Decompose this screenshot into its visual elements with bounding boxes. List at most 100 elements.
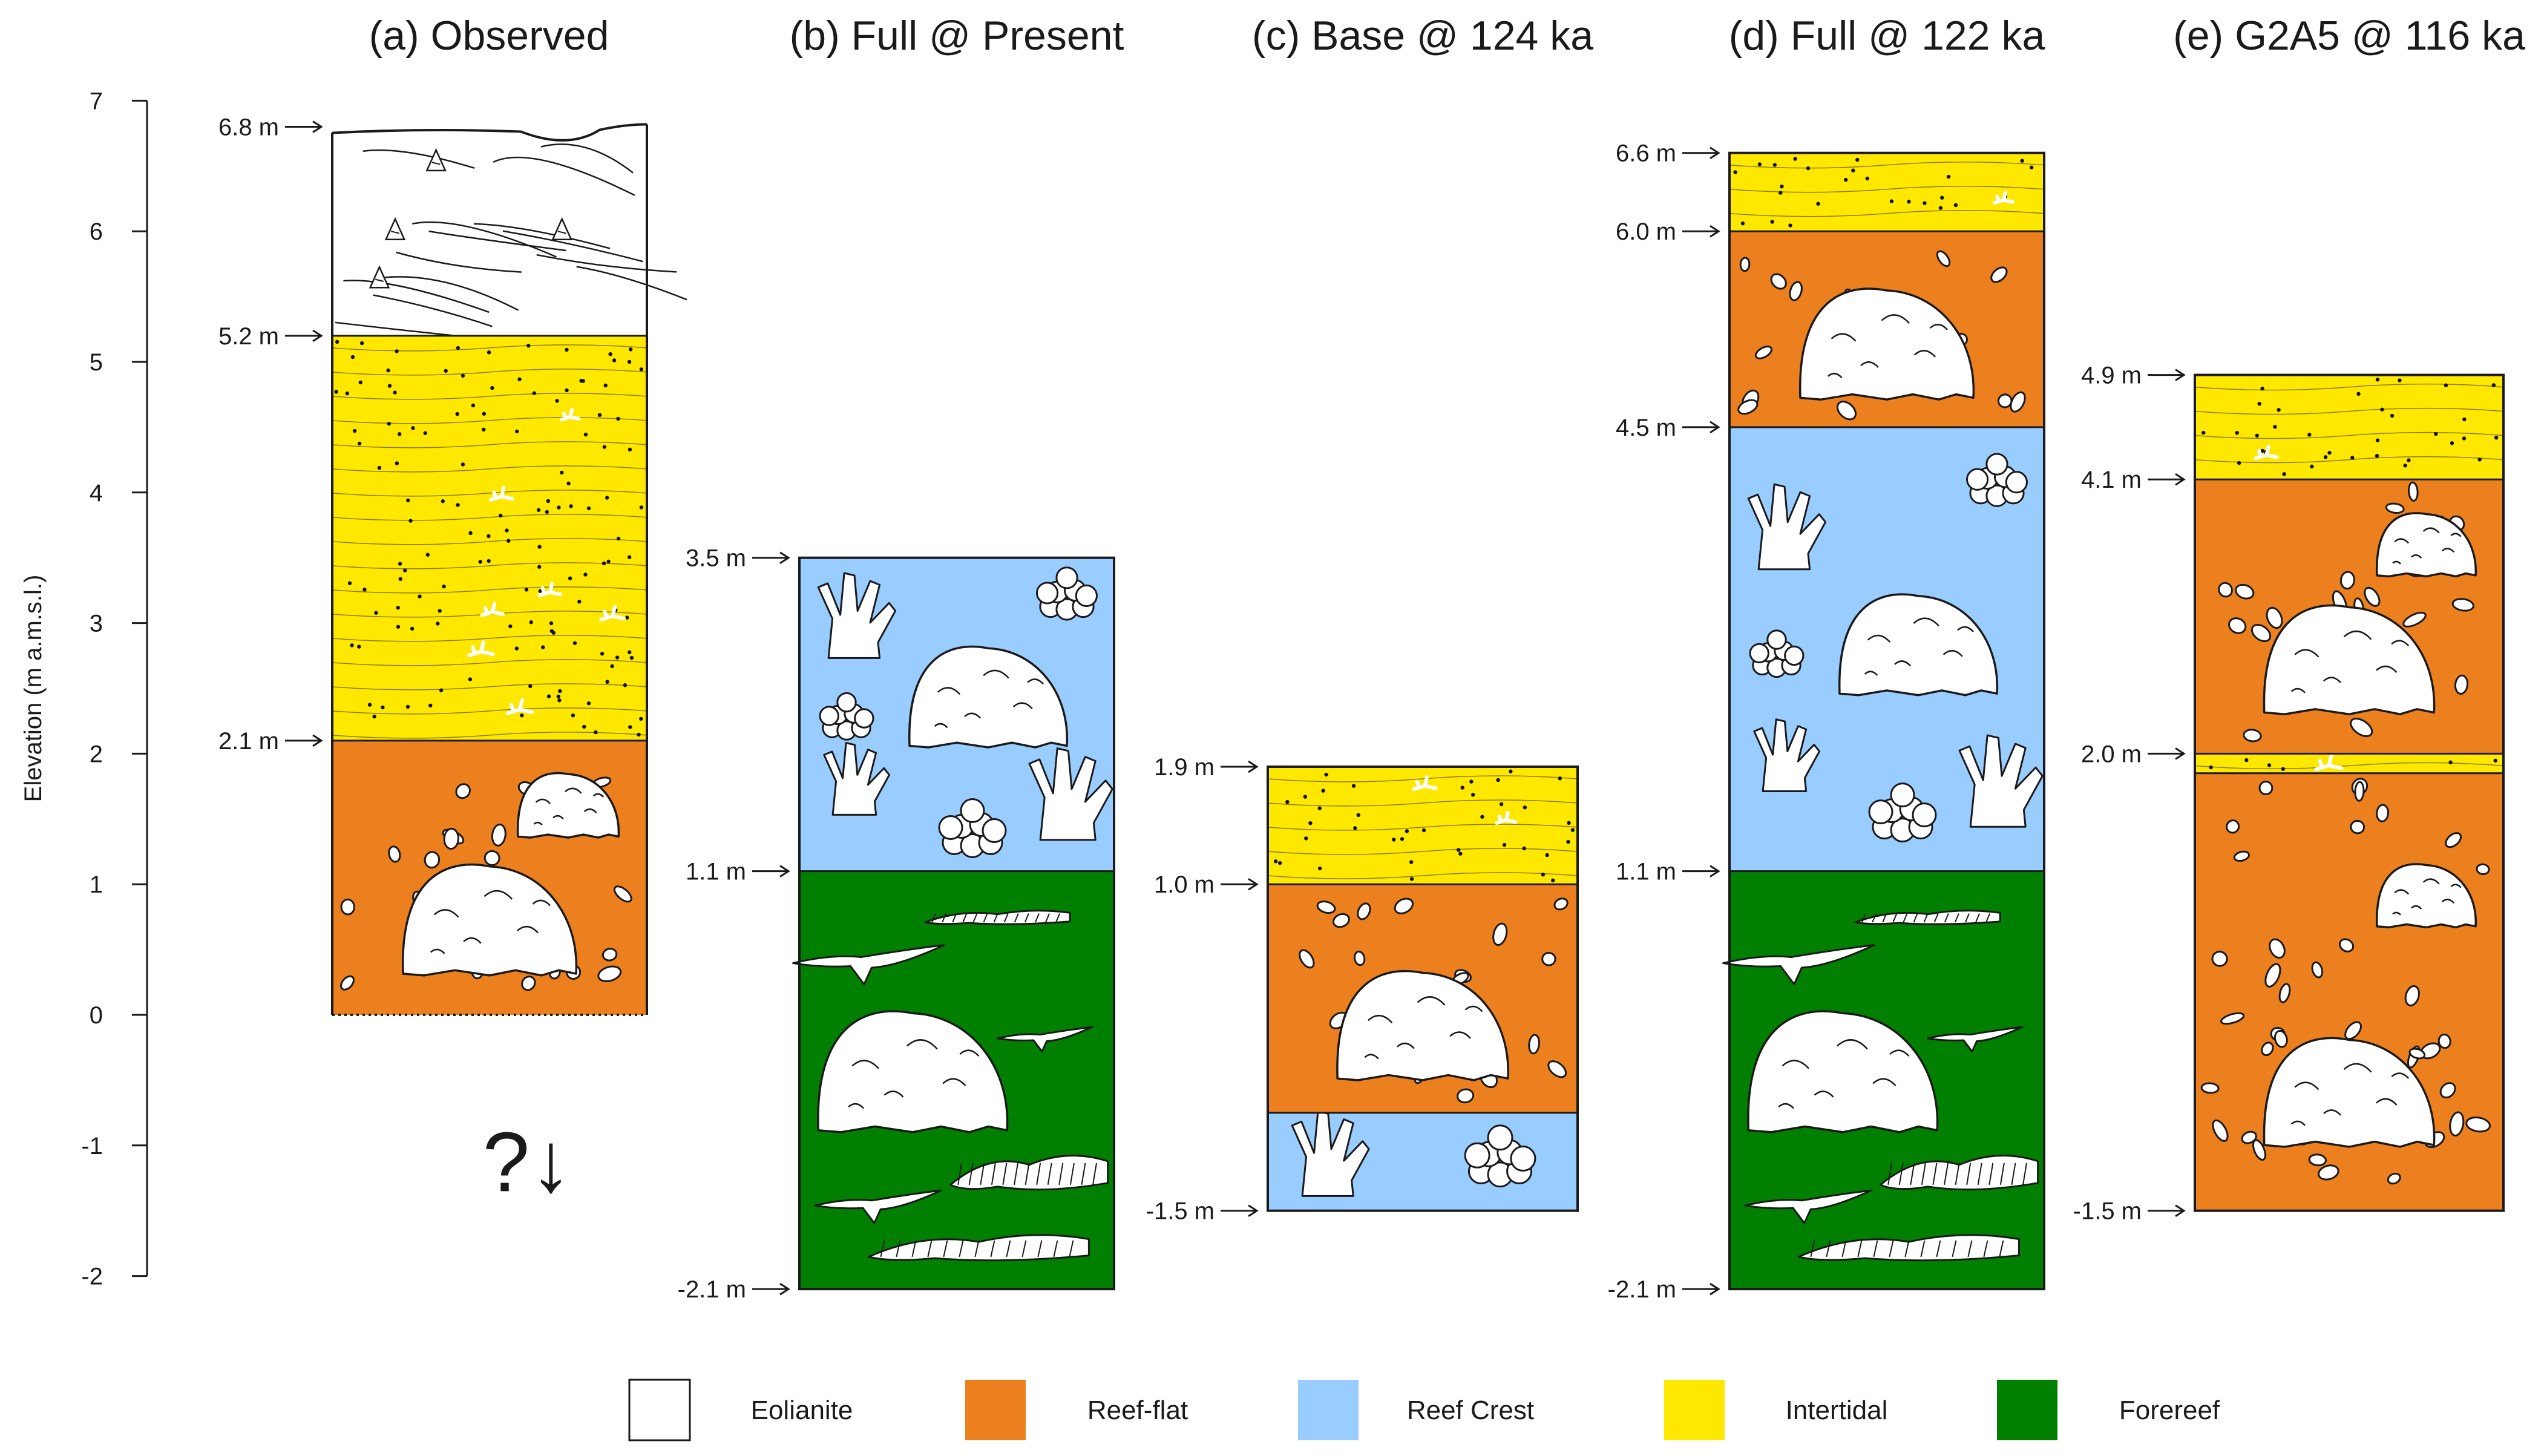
sand-grain [2462,436,2467,441]
sand-grain [1303,795,1308,799]
facies-unit-intertidal [2194,375,2504,480]
sand-grain [625,615,629,620]
marker-arrowhead [1248,877,1259,891]
sand-grain [442,584,446,589]
coral-texture-line [1831,333,1857,342]
facies-fill [1268,766,1578,885]
bioclast-symbol [467,640,495,657]
coral-texture-line [1975,913,1980,923]
marker-arrowhead [1710,865,1720,877]
sand-grain [1522,846,1526,851]
lamination-line [1729,161,2045,169]
coral-texture-line [2011,1163,2016,1185]
sand-grain [1855,157,1860,162]
sand-grain [2281,767,2285,771]
coral-texture-line [1921,1163,1926,1185]
coral-texture-line [1047,1163,1052,1185]
sand-grain [1458,851,1463,856]
sand-grain [1356,813,1360,818]
cluster-coral-symbol [1868,782,1937,843]
coral-texture-line [880,1240,885,1258]
shell-outline [425,148,447,172]
branching-coral-symbol [817,572,897,659]
coral-texture-line [2376,1098,2398,1106]
marker-arrowhead [312,329,323,343]
coral-texture-line [2343,630,2372,640]
sand-grain [571,713,575,718]
sand-grain [372,714,376,719]
sand-grain [347,581,352,585]
coral-texture-line [2422,527,2440,534]
column-c: (c) Base @ 124 ka1.9 m1.0 m-1.5 m [1146,13,1594,1225]
coral-texture-line [937,687,961,695]
bioclast-symbol [2314,753,2344,772]
bioclast-symbol [559,408,581,422]
coral-texture-line [433,909,459,918]
sand-grain [1523,805,1527,810]
sand-grain [612,358,617,362]
sand-grain [557,505,561,510]
column-e: (e) G2A5 @ 116 ka4.9 m4.1 m2.0 m-1.5 m [2073,13,2525,1225]
sand-grain [2209,765,2213,770]
sand-grain [418,594,422,598]
coral-texture-line [2411,905,2422,910]
elevation-marker-label: 4.5 m [1616,415,1676,441]
coral-texture-line [1882,913,1887,923]
lamination-line [1729,209,2045,217]
coral-texture-line [980,1163,985,1185]
sand-grain [1780,184,1784,189]
coral-texture-line [983,669,1009,679]
coral-texture-line [1929,324,1949,330]
pebble-symbol [1754,346,1772,359]
pebble-symbol [2010,391,2026,413]
pebble-symbol [340,898,355,916]
column-title: (c) Base @ 124 ka [1252,13,1593,59]
branching-coral-symbol [1958,734,2044,828]
sand-grain [536,508,541,512]
sand-grain [387,421,392,426]
polyp-lobe [2005,471,2028,494]
lamination-line [332,465,647,473]
sand-grain [606,559,611,564]
sand-grain [532,391,536,395]
sand-grain [1353,826,1357,830]
sand-grain [1570,828,1575,832]
pebble-symbol [2404,985,2420,1007]
coral-texture-line [990,1240,995,1258]
elevation-marker-label: 6.6 m [1616,140,1676,167]
sand-grain [334,390,338,394]
pebble-symbol [613,885,632,903]
sand-grain [515,429,519,434]
coral-texture-line [896,1240,901,1258]
elevation-marker-label: 2.1 m [218,728,279,755]
column-title: (b) Full @ Present [790,13,1124,59]
sand-grain [1851,168,1855,172]
coral-texture-line [1977,1163,1982,1185]
sand-grain [1471,793,1475,797]
sand-grain [393,390,397,395]
brain-coral-symbol [2376,863,2477,929]
coral-texture-line [1889,1240,1894,1258]
polyp-lobe [1985,453,2008,476]
sand-grain [350,643,354,648]
facies-symbols [332,339,647,739]
sand-grain [1499,802,1504,807]
sand-grain [2444,383,2448,387]
sand-grain [546,499,551,503]
sand-grain [572,641,577,645]
sand-grain [615,655,620,660]
pebble-symbol [388,845,401,863]
pebble-symbol [1394,897,1414,914]
coral-texture-line [1810,1240,1815,1258]
lamination-line [332,538,647,545]
coral-outline [1747,483,1827,571]
sand-grain [2403,464,2407,468]
coral-outline [2263,604,2436,715]
sand-grain [1844,177,1848,182]
elevation-marker-label: 1.0 m [1154,871,1215,898]
coral-texture-line [1965,913,1970,923]
sand-grain [627,359,632,364]
shell-outline [369,265,390,289]
cross-bedding-line [493,156,635,196]
sand-grain [566,481,571,486]
